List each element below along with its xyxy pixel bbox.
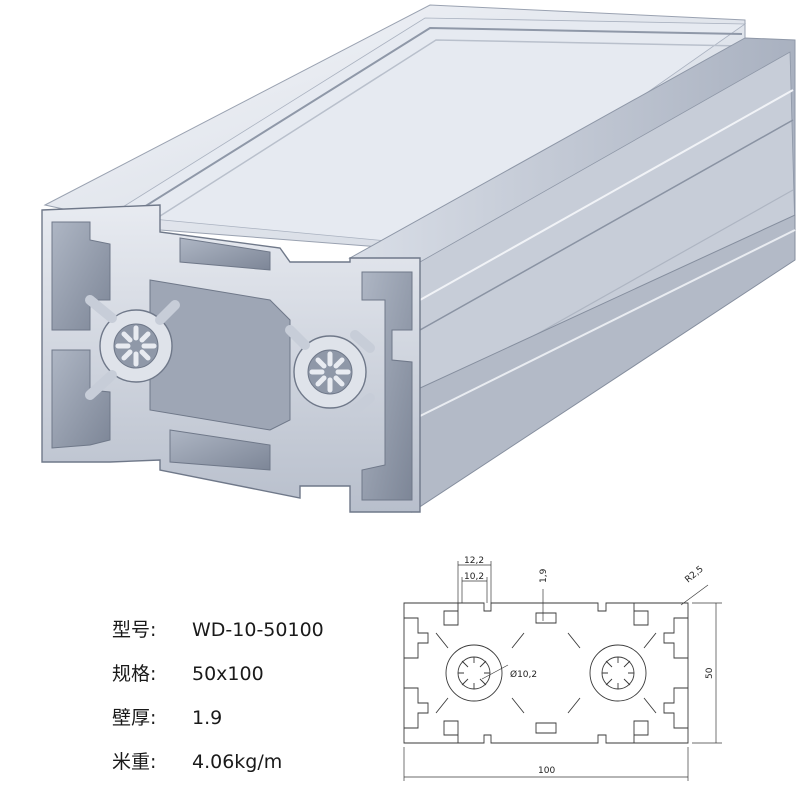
spec-row-weight-per-meter: 米重: 4.06kg/m bbox=[112, 744, 372, 788]
dim-wall: 1,9 bbox=[539, 568, 549, 583]
spec-row-model: 型号: WD-10-50100 bbox=[112, 612, 372, 656]
spec-label: 壁厚: bbox=[112, 707, 157, 729]
spec-value: 50x100 bbox=[192, 663, 264, 685]
profile-top-face bbox=[43, 4, 747, 251]
profile-outline bbox=[403, 602, 689, 744]
spec-list: 型号: WD-10-50100 规格: 50x100 壁厚: 1.9 米重: 4… bbox=[112, 612, 372, 788]
spec-row-size: 规格: 50x100 bbox=[112, 656, 372, 700]
spec-value: WD-10-50100 bbox=[192, 619, 324, 641]
profile-end-face bbox=[41, 204, 421, 513]
spec-row-wall-thickness: 壁厚: 1.9 bbox=[112, 700, 372, 744]
dim-height: 50 bbox=[705, 667, 715, 679]
dim-slot-inner: 10,2 bbox=[464, 572, 484, 582]
spec-label: 型号: bbox=[112, 619, 157, 641]
dim-radius: R2,5 bbox=[684, 564, 706, 585]
dim-width: 100 bbox=[538, 766, 555, 776]
dim-slot-outer: 12,2 bbox=[464, 556, 484, 566]
dimension-lines bbox=[403, 561, 722, 781]
spec-value: 1.9 bbox=[192, 707, 223, 729]
dim-bore: Ø10,2 bbox=[510, 669, 537, 680]
spec-label: 米重: bbox=[112, 751, 157, 773]
cross-section-drawing: 12,2 10,2 1,9 R2,5 Ø10,2 50 100 bbox=[403, 556, 722, 781]
spec-label: 规格: bbox=[112, 663, 157, 685]
profile-right-face bbox=[348, 37, 796, 513]
spec-value: 4.06kg/m bbox=[192, 751, 283, 773]
aluminum-profile-3d-render bbox=[41, 4, 796, 513]
